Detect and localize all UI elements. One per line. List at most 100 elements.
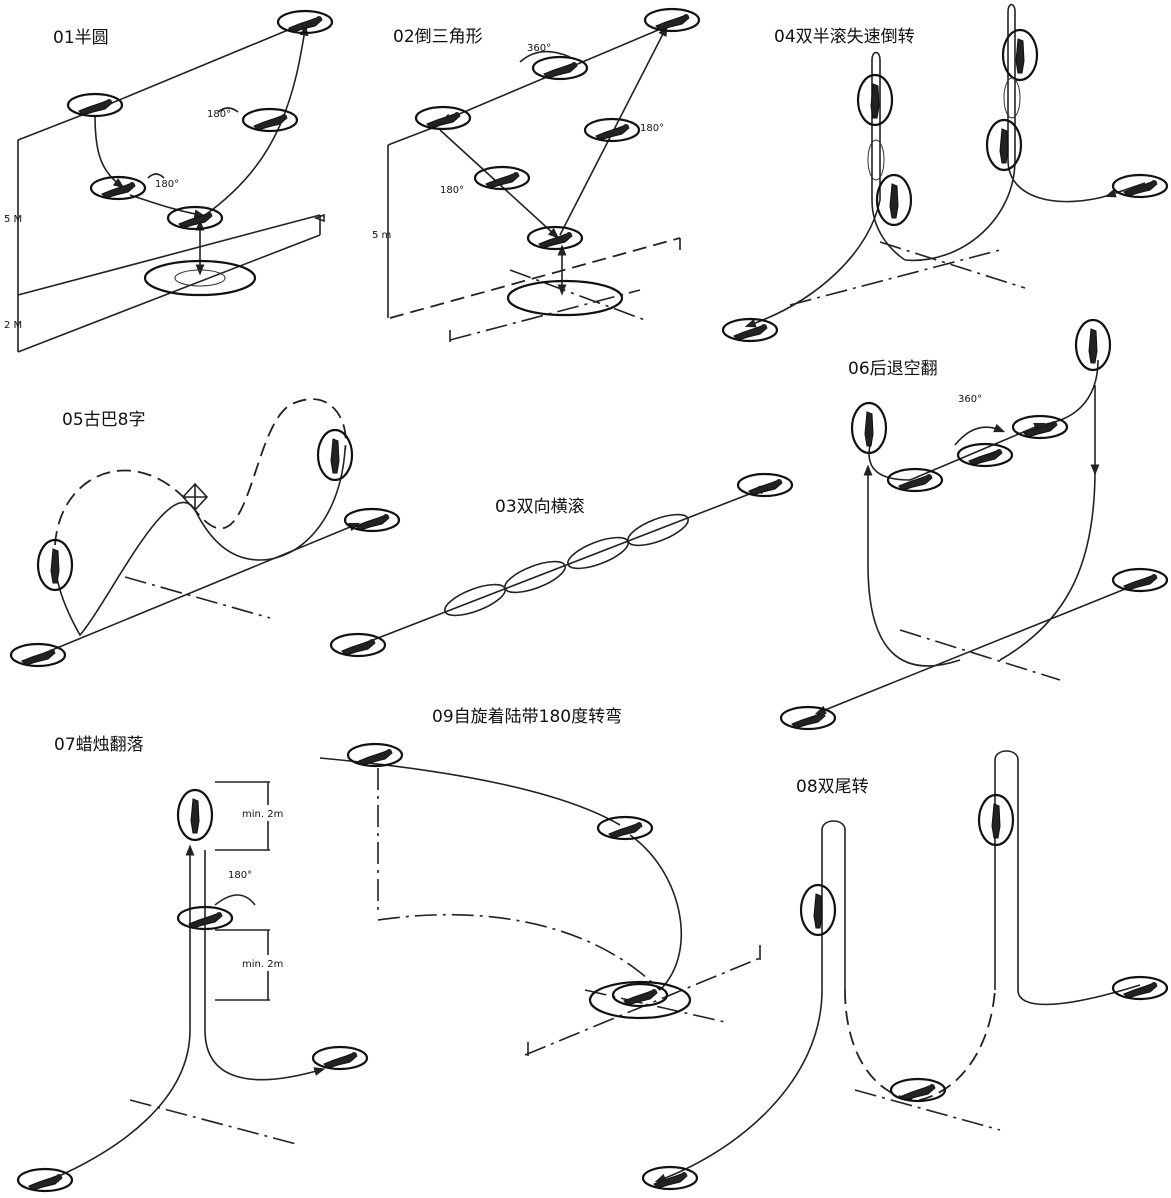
ground-projection xyxy=(377,913,661,991)
maneuver-05-title: 05古巴8字 xyxy=(62,410,145,430)
helicopter-icon xyxy=(16,1167,74,1193)
roll-lobe xyxy=(867,139,885,181)
maneuver-02-inverted-triangle: 02倒三角形 360° 180° 180° 5 m xyxy=(372,7,701,342)
maneuver-09-autorotation-landing: 09自旋着陆带180度转弯 xyxy=(319,707,761,1056)
rotation-arrow xyxy=(519,50,571,63)
rotation-arrow xyxy=(217,107,239,113)
dimension-box xyxy=(240,955,295,971)
centre-line xyxy=(584,989,726,1023)
maneuver-07-candle-flip: 07蜡烛翻落 min. 2m min. 2m 180° xyxy=(16,735,369,1193)
roll-lobe xyxy=(627,513,689,547)
maneuver-01-title: 01半圆 xyxy=(53,28,109,48)
helicopter-icon xyxy=(850,401,888,455)
helicopter-icon xyxy=(596,815,654,841)
return-curve xyxy=(867,564,961,667)
helicopter-icon xyxy=(643,7,701,33)
height-label: 5 M xyxy=(4,214,22,225)
helicopter-icon xyxy=(1111,567,1169,593)
helicopter-icon xyxy=(1074,318,1112,372)
ground-line xyxy=(17,214,321,296)
helicopter-icon xyxy=(1011,414,1069,440)
rotation-label: 360° xyxy=(527,43,551,54)
helicopter-icon xyxy=(343,507,401,533)
landing-pad-circle xyxy=(588,980,692,1020)
helicopter-icon xyxy=(276,9,334,35)
height-label: 2 M xyxy=(4,320,22,331)
helicopter-icon xyxy=(316,428,354,482)
centre-line xyxy=(509,269,646,321)
maneuver-08-title: 08双尾转 xyxy=(796,777,869,797)
maneuver-03-double-roll: 03双向横滚 xyxy=(329,472,794,658)
rotation-arrow xyxy=(147,173,165,179)
helicopter-icon xyxy=(977,793,1015,847)
helicopter-icon xyxy=(799,883,837,937)
helicopter-icon xyxy=(583,117,641,143)
maneuver-01-half-circle: 01半圆 180° 180° 5 M 2 M xyxy=(4,9,334,353)
flag-icon xyxy=(313,213,325,223)
climb-path xyxy=(49,844,195,1181)
rotation-arrow xyxy=(954,423,1006,446)
ground-line-front xyxy=(17,234,321,353)
helicopter-icon xyxy=(736,472,794,498)
ground-line xyxy=(389,237,681,319)
helicopter-icon xyxy=(531,55,589,81)
loop-path-dashed xyxy=(54,398,347,546)
centre-line xyxy=(129,1099,301,1146)
right-climb-path xyxy=(994,750,1141,1006)
maneuver-05-cuban-eight: 05古巴8字 xyxy=(9,398,401,668)
dimension-label: min. 2m xyxy=(242,809,283,820)
glide-path xyxy=(319,757,621,826)
rotation-label: 180° xyxy=(155,179,179,190)
entry-path xyxy=(1104,182,1146,198)
centre-line xyxy=(124,576,271,619)
exit-curve xyxy=(999,469,1096,661)
helicopter-icon xyxy=(641,1165,699,1191)
helicopter-icon xyxy=(856,73,894,127)
helicopter-icon xyxy=(346,742,404,768)
helicopter-icon xyxy=(1111,173,1169,199)
rotation-label: 360° xyxy=(958,394,982,405)
maneuver-08-double-tail-turn: 08双尾转 xyxy=(641,750,1169,1191)
landing-pad-inner xyxy=(174,269,226,287)
descent-path xyxy=(94,114,125,189)
flight-line-top xyxy=(94,24,301,111)
helicopter-icon xyxy=(66,92,124,118)
helicopter-icon xyxy=(176,788,214,842)
transit-path xyxy=(129,194,206,219)
left-vertical-path xyxy=(744,51,906,328)
rotation-label: 180° xyxy=(207,109,231,120)
helicopter-icon xyxy=(311,1045,369,1071)
helicopter-icon xyxy=(889,1077,947,1103)
centre-line xyxy=(879,241,1026,289)
maneuver-09-title: 09自旋着陆带180度转弯 xyxy=(432,707,622,727)
centre-line xyxy=(449,289,641,341)
helicopter-icon xyxy=(166,205,224,231)
loop-entry xyxy=(868,444,911,481)
helicopter-icon xyxy=(1111,975,1169,1001)
centre-line xyxy=(854,1089,1001,1131)
maneuver-02-title: 02倒三角形 xyxy=(393,27,483,47)
descent-path xyxy=(204,850,326,1081)
helicopter-icon xyxy=(886,467,944,493)
dimension-label: min. 2m xyxy=(242,959,283,970)
helicopter-icon xyxy=(875,173,913,227)
roll-lobe xyxy=(504,560,566,594)
maneuver-06-backward-loop: 06后退空翻 360° xyxy=(779,318,1169,731)
turn-path xyxy=(629,834,682,991)
baseline-path xyxy=(39,522,361,656)
maneuver-03-title: 03双向横滚 xyxy=(495,497,585,517)
rotation-label: 180° xyxy=(640,123,664,134)
centre-line xyxy=(789,249,1001,306)
landing-pad-circle xyxy=(143,259,257,297)
right-vertical-path xyxy=(904,3,1111,262)
transition-path-dashed xyxy=(844,989,996,1101)
height-label: 5 m xyxy=(372,230,391,241)
roll-lobe xyxy=(1003,77,1021,119)
helicopter-icon xyxy=(36,538,74,592)
maneuver-04-double-stall-turn: 04双半滚失速倒转 xyxy=(721,3,1169,343)
crossover-star xyxy=(181,482,209,512)
helicopter-icon xyxy=(414,105,472,131)
helicopter-icon xyxy=(779,705,837,731)
rotation-arrow xyxy=(214,894,256,906)
